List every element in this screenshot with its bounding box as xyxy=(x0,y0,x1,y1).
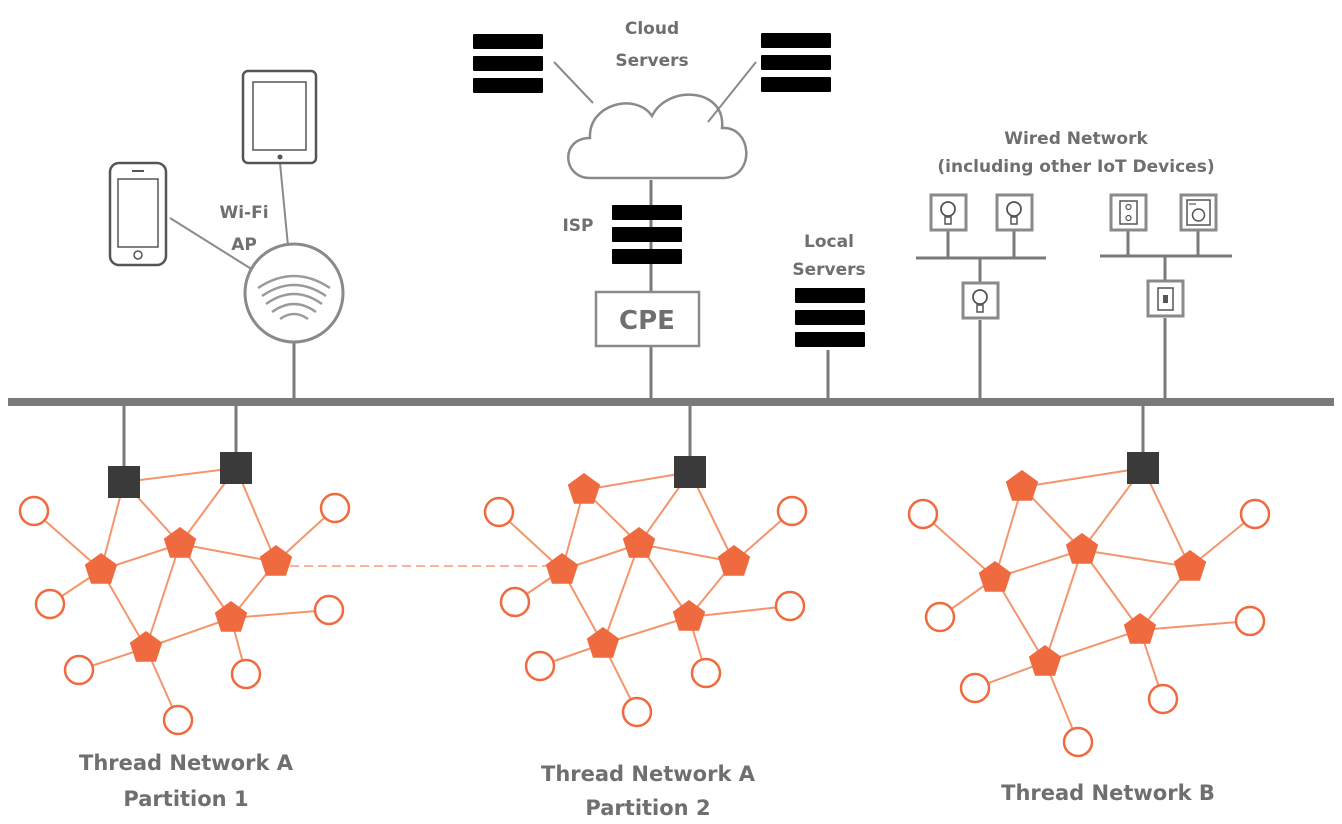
border-router-node xyxy=(1127,452,1159,484)
server-rack-icon xyxy=(761,33,831,92)
network-label-line1: Thread Network A xyxy=(541,762,756,786)
end-device-node xyxy=(621,696,653,728)
router-node xyxy=(84,553,118,584)
wifi-ap-label-line1: Wi-Fi xyxy=(219,203,268,223)
light-bulb-icon xyxy=(961,281,1000,320)
tablet-icon xyxy=(241,69,318,165)
end-device-node xyxy=(776,495,808,527)
router-node xyxy=(1065,533,1099,564)
wired-network-label-line2: (including other IoT Devices) xyxy=(937,157,1214,177)
router-node xyxy=(1005,470,1039,501)
wired-network-label-line1: Wired Network xyxy=(1004,129,1148,149)
router-node xyxy=(672,600,706,631)
router-node xyxy=(978,561,1012,592)
end-device-node xyxy=(1239,498,1271,530)
local-servers-label-line1: Local xyxy=(804,232,854,252)
mesh-link xyxy=(1081,549,1191,568)
mesh-link xyxy=(179,543,277,563)
mesh-link xyxy=(994,577,1046,663)
router-node xyxy=(1173,550,1207,581)
end-device-node xyxy=(34,588,66,620)
end-device-node xyxy=(18,495,50,527)
cloud-servers-label-line1: Cloud xyxy=(625,19,679,39)
thread-mesh-layer xyxy=(18,452,1271,758)
mesh-link xyxy=(123,467,237,483)
washing-machine-icon xyxy=(1179,193,1218,232)
router-node xyxy=(1123,613,1157,644)
end-device-node xyxy=(1062,726,1094,758)
end-device-node xyxy=(230,658,262,690)
border-router-node xyxy=(220,452,252,484)
end-device-node xyxy=(483,496,515,528)
end-device-node xyxy=(690,657,722,689)
cpe-label: CPE xyxy=(619,306,675,336)
wifi-ap-label-line2: AP xyxy=(231,235,257,255)
power-outlet-icon xyxy=(1109,193,1148,232)
mesh-link xyxy=(602,543,640,645)
router-node xyxy=(545,553,579,584)
end-device-node xyxy=(499,586,531,618)
end-device-node xyxy=(774,590,806,622)
mesh-link xyxy=(638,543,735,563)
backbone-drops xyxy=(122,180,1167,466)
mesh-link xyxy=(1139,620,1251,631)
router-node xyxy=(214,601,248,632)
wired-network-lines xyxy=(916,230,1232,282)
router-node xyxy=(567,473,601,504)
end-device-node xyxy=(319,492,351,524)
mesh-link xyxy=(994,486,1023,579)
mesh-link xyxy=(1021,467,1144,488)
end-device-node xyxy=(524,650,556,682)
network-label-line1: Thread Network B xyxy=(1001,781,1215,805)
mesh-link xyxy=(230,609,330,619)
network-label-line2: Partition 1 xyxy=(123,787,248,811)
network-label-line2: Partition 2 xyxy=(585,796,710,820)
end-device-node xyxy=(1234,605,1266,637)
end-device-node xyxy=(924,601,956,633)
cpe-box: CPE xyxy=(594,290,701,348)
router-node xyxy=(259,545,293,576)
server-rack-icon xyxy=(473,34,543,93)
router-node xyxy=(586,627,620,658)
router-node xyxy=(622,527,656,558)
end-device-node xyxy=(313,594,345,626)
light-bulb-icon xyxy=(929,193,968,232)
mesh-link xyxy=(922,513,996,579)
border-router-node xyxy=(108,466,140,498)
router-node xyxy=(717,545,751,576)
server-rack-icon xyxy=(795,288,865,347)
server-rack-icon xyxy=(612,205,682,264)
end-device-node xyxy=(162,704,194,736)
end-device-node xyxy=(1147,683,1179,715)
light-bulb-icon xyxy=(995,193,1034,232)
mesh-link xyxy=(1142,467,1191,568)
router-node xyxy=(129,631,163,662)
local-servers-label-line2: Servers xyxy=(792,260,865,280)
cloud-servers-label-line2: Servers xyxy=(615,51,688,71)
router-node xyxy=(163,527,197,558)
smartphone-icon xyxy=(108,161,168,267)
network-label-line1: Thread Network A xyxy=(79,751,294,775)
mesh-link xyxy=(145,543,181,649)
end-device-node xyxy=(959,672,991,704)
router-node xyxy=(1028,645,1062,676)
cloud-icon xyxy=(567,93,748,180)
light-switch-icon xyxy=(1146,279,1185,318)
end-device-node xyxy=(63,654,95,686)
border-router-node xyxy=(674,456,706,488)
wifi-access-point-icon xyxy=(243,242,345,344)
isp-label: ISP xyxy=(562,216,593,236)
mesh-link xyxy=(583,471,691,491)
mesh-link xyxy=(688,605,791,618)
end-device-node xyxy=(907,498,939,530)
mesh-link xyxy=(1044,549,1083,663)
